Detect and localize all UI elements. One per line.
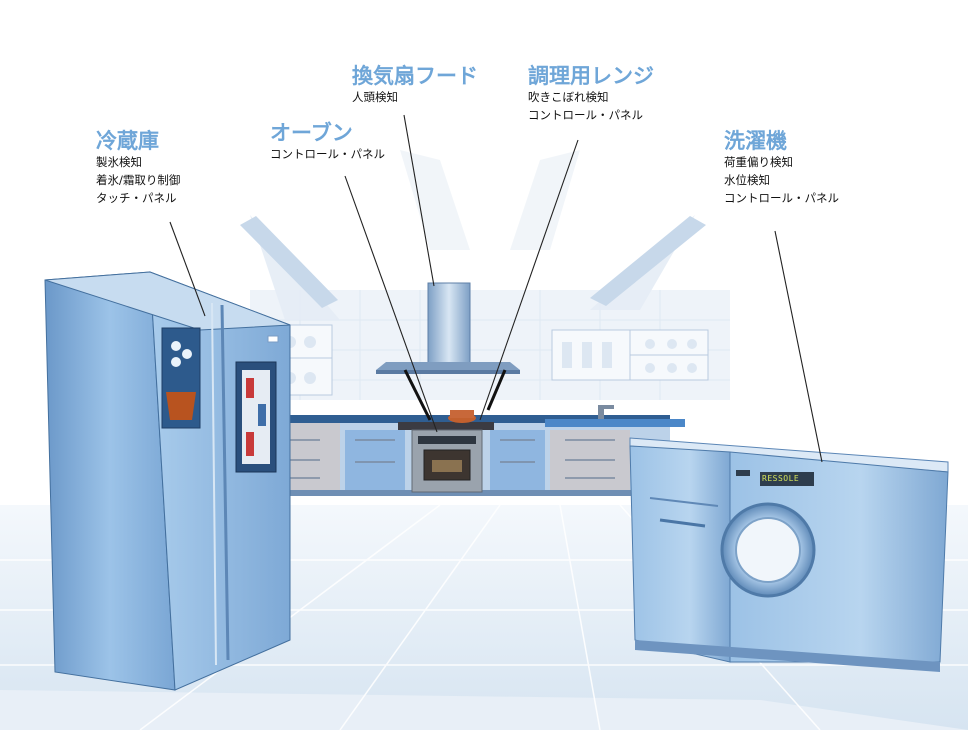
leader-line-range: [479, 139, 579, 421]
upper-shelf-right: [551, 329, 709, 381]
label-oven-item: コントロール・パネル: [270, 147, 385, 161]
ceiling-lights: [240, 150, 706, 320]
label-oven: オーブン コントロール・パネル: [270, 121, 385, 163]
refrigerator: [44, 271, 291, 691]
label-range-item: コントロール・パネル: [528, 108, 643, 122]
label-washer: 洗濯機 荷重偏り検知 水位検知 コントロール・パネル: [724, 129, 839, 207]
leader-line-fridge: [169, 221, 206, 317]
label-fridge-item: 製氷検知: [96, 155, 142, 169]
label-range: 調理用レンジ 吹きこぼれ検知 コントロール・パネル: [528, 64, 654, 124]
label-washer-item: コントロール・パネル: [724, 191, 839, 205]
leader-line-hood: [403, 114, 435, 287]
label-fridge-item: 着氷/霜取り制御: [96, 173, 181, 187]
leader-line-washer: [774, 230, 823, 463]
label-hood-item: 人頭検知: [352, 90, 398, 104]
leader-lines-thick: [403, 369, 507, 421]
sink: [545, 405, 685, 427]
label-hood: 換気扇フード 人頭検知: [352, 64, 478, 106]
label-range-item: 吹きこぼれ検知: [528, 90, 609, 104]
range-hood: [376, 282, 520, 374]
floor-shadow: [0, 690, 968, 730]
label-washer-item: 荷重偏り検知: [724, 155, 793, 169]
leader-lines: [169, 114, 823, 463]
label-range-title: 調理用レンジ: [528, 64, 654, 88]
label-oven-title: オーブン: [270, 121, 353, 145]
label-washer-item: 水位検知: [724, 173, 770, 187]
label-fridge-item: タッチ・パネル: [96, 191, 177, 205]
label-fridge-title: 冷蔵庫: [96, 129, 159, 153]
cooktop-and-oven: [398, 410, 494, 493]
label-hood-title: 換気扇フード: [352, 64, 478, 88]
leader-line-oven: [344, 175, 438, 433]
label-fridge: 冷蔵庫 製氷検知 着氷/霜取り制御 タッチ・パネル: [96, 129, 180, 207]
island-washer: [629, 437, 949, 672]
label-washer-title: 洗濯機: [724, 129, 787, 153]
washer-display: RESSOLE: [762, 474, 800, 483]
